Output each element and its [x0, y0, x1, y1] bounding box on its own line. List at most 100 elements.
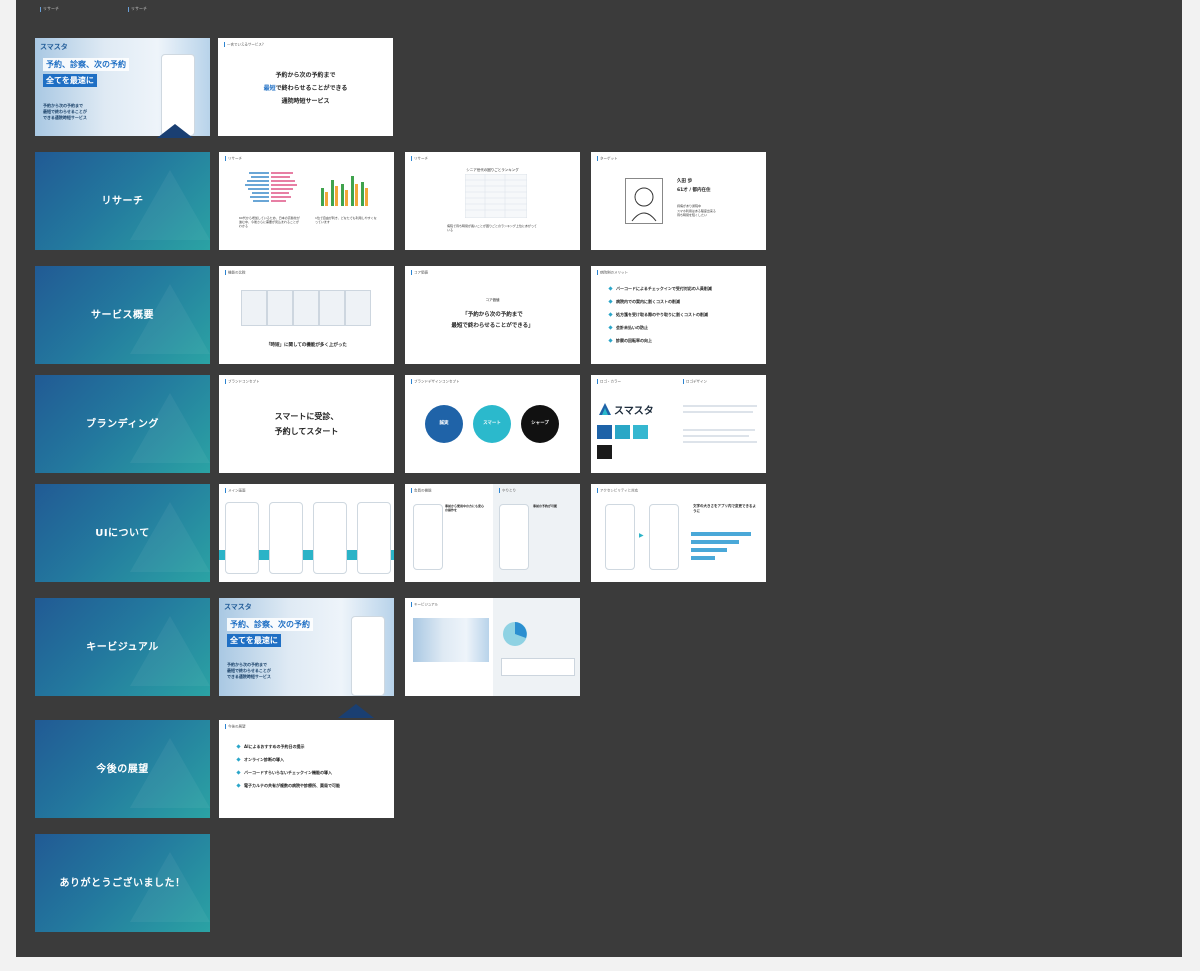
section-title: ありがとうございました！: [59, 878, 186, 889]
kv-body: 予約から次の予約まで 最短で終わらせることが できる通院時短サービス: [227, 662, 271, 679]
merit-item: バーコードによるチェックインで受付対応の人員削減: [616, 286, 712, 291]
logo: スマスタ: [40, 43, 68, 51]
core-line1: 「予約から次の予約まで: [462, 312, 523, 318]
merit-item: 会計未払いの防止: [616, 325, 648, 330]
slide-header: リサーチ: [225, 156, 242, 162]
slide-brand-concept[interactable]: ブランドコンセプト スマートに受診、 予約してスタート: [219, 375, 394, 473]
phone-mockup: [357, 502, 391, 574]
slide-header: 機能の比較: [225, 270, 246, 276]
slide-future[interactable]: 今後の展望 AIによるおすすめの予約日の提示 オンライン診断の導入 バーコードす…: [219, 720, 394, 818]
slide-kv[interactable]: スマスタ 予約、診察、次の予約 全てを最速に 予約から次の予約まで 最短で終わら…: [219, 598, 394, 696]
feature-card: [241, 290, 267, 326]
ui-text: 事前から使用中の方にも安心の操作を: [445, 504, 485, 512]
decor-triangle: [338, 704, 374, 718]
person-icon: [631, 187, 657, 222]
merit-item: 病院内での案内に割くコストの削減: [616, 299, 680, 304]
ui-text: 事前の予約が可能: [533, 504, 558, 508]
slide-design-concept[interactable]: ブランドデザインコンセプト 誠実 スマート シャープ: [405, 375, 580, 473]
core-line2: 最短で終わらせることができる」: [451, 323, 534, 329]
slide-ui-accessibility[interactable]: アクセシビリティと対応 ▶ 文字の大きさをアプリ内で変更できるように: [591, 484, 766, 582]
slide-research-1[interactable]: リサーチ 60代から増加しているため、日本の高齢化が進む中、今後さらに需要が見込…: [219, 152, 394, 250]
diamond-icon: [608, 338, 613, 343]
diamond-icon: [236, 783, 241, 788]
persona-meta: 61才 / 都内在住: [677, 188, 711, 193]
section-service[interactable]: サービス概要: [35, 266, 210, 364]
slide-merits[interactable]: 病院側のメリット バーコードによるチェックインで受付対応の人員削減 病院内での案…: [591, 266, 766, 364]
slide-ui-member[interactable]: 会員の機能 やりとり 事前から使用中の方にも安心の操作を 事前の予約が可能: [405, 484, 580, 582]
concept-circle: シャープ: [521, 405, 559, 443]
kv-thumbnail: [413, 618, 489, 662]
what-highlight: 最短: [263, 85, 276, 92]
slide-header: ターゲット: [597, 156, 618, 162]
section-title: サービス概要: [91, 310, 154, 321]
text-line: [683, 441, 757, 443]
slide-core-value[interactable]: コア価値 コア価値 「予約から次の予約まで 最短で終わらせることができる」: [405, 266, 580, 364]
section-thanks[interactable]: ありがとうございました！: [35, 834, 210, 932]
phone-mockup: [225, 502, 259, 574]
slide-header: ブランドコンセプト: [225, 379, 260, 385]
persona-details: 持病があり通院中 スマホ利用はある程度出来る 待ち時間を短くしたい: [677, 204, 716, 217]
section-title: UIについて: [95, 528, 150, 539]
slide-header: コア価値: [411, 270, 428, 276]
slide-header: メイン画面: [225, 488, 246, 494]
slide-features[interactable]: 機能の比較 「時短」に関しての機能が多く上がった: [219, 266, 394, 364]
section-title: リサーチ: [101, 196, 144, 207]
merit-item: 診察の回転率の向上: [616, 338, 652, 343]
section-title: ブランディング: [86, 419, 159, 430]
section-future[interactable]: 今後の展望: [35, 720, 210, 818]
future-item: オンライン診断の導入: [244, 757, 284, 762]
slide-header: 会員の機能: [411, 488, 432, 494]
text-line: [683, 429, 755, 431]
slide-ui-main[interactable]: メイン画面: [219, 484, 394, 582]
logo-mark-icon: [599, 403, 611, 415]
logo: スマスタ: [224, 603, 252, 611]
slide-header: やりとり: [499, 488, 516, 494]
diamond-icon: [608, 299, 613, 304]
slide-cover[interactable]: スマスタ 予約、診察、次の予約 全てを最速に 予約から次の予約まで 最短で終わら…: [35, 38, 210, 136]
section-ui[interactable]: UIについて: [35, 484, 210, 582]
cover-body: 予約から次の予約まで 最短で終わらせることが できる通院時短サービス: [43, 103, 87, 120]
phone-mockup: [313, 502, 347, 574]
arrow-right-icon: ▶: [639, 532, 644, 539]
decor-triangle: [130, 502, 210, 572]
slide-kv-2[interactable]: キービジュアル: [405, 598, 580, 696]
section-label: リサーチ: [128, 6, 147, 12]
slide-what[interactable]: 一言でいえるサービス？ 予約から次の予約まで 最短で終わらせることができる 通院…: [218, 38, 393, 136]
section-research[interactable]: リサーチ: [35, 152, 210, 250]
slide-header: 病院側のメリット: [597, 270, 628, 276]
section-kv[interactable]: キービジュアル: [35, 598, 210, 696]
color-swatch: [633, 425, 648, 439]
what-line1: 予約から次の予約まで: [275, 72, 336, 79]
slide-header: リサーチ: [411, 156, 428, 162]
slide-header: 一言でいえるサービス？: [224, 42, 265, 48]
color-swatch: [597, 445, 612, 459]
slide-target[interactable]: ターゲット 久田 歩 61才 / 都内在住 持病があり通院中 スマホ利用はある程…: [591, 152, 766, 250]
section-label: リサーチ: [40, 6, 59, 12]
diamond-icon: [236, 744, 241, 749]
decor-triangle: [130, 738, 210, 808]
decor-triangle: [130, 284, 210, 354]
slide-research-2[interactable]: リサーチ シニア世代の困りごとランキング 病院で待ち時間が長いことが困りごとのラ…: [405, 152, 580, 250]
accent-band: [219, 550, 394, 560]
merit-item: 処方箋を受け取る際のやり取りに割くコストの削減: [616, 312, 708, 317]
color-swatch: [615, 425, 630, 439]
section-title: 今後の展望: [96, 764, 149, 775]
slide-overview-canvas: リサーチ リサーチ スマスタ 予約、診察、次の予約 全てを最速に 予約から次の予…: [16, 0, 1182, 957]
decor-triangle: [130, 616, 210, 686]
logo-text: スマスタ: [614, 406, 654, 417]
slide-logo-color[interactable]: ロゴ・カラー ロゴデザイン スマスタ: [591, 375, 766, 473]
kv-card: [501, 658, 575, 676]
diamond-icon: [608, 286, 613, 291]
features-caption: 「時短」に関しての機能が多く上がった: [266, 343, 347, 348]
section-branding[interactable]: ブランディング: [35, 375, 210, 473]
phone-mockup: [499, 504, 529, 570]
phone-mockup: [605, 504, 635, 570]
headline: 全てを最速に: [227, 634, 281, 647]
color-swatch: [597, 425, 612, 439]
pie-chart: [503, 622, 527, 646]
diamond-icon: [236, 757, 241, 762]
diamond-icon: [608, 312, 613, 317]
feature-card: [319, 290, 345, 326]
core-label: コア価値: [485, 298, 500, 302]
slide-header: アクセシビリティと対応: [597, 488, 638, 494]
